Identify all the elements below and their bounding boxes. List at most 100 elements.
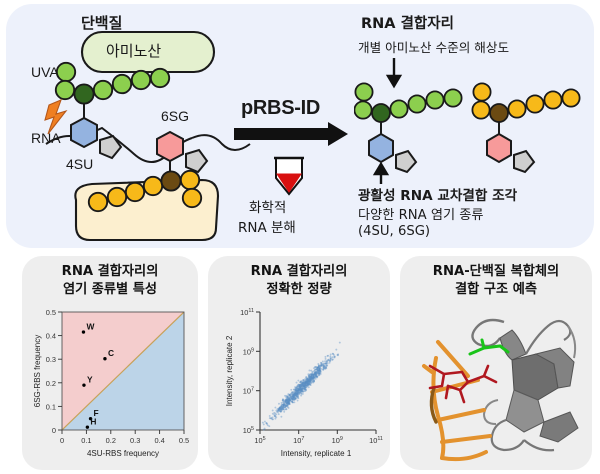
data-point [317,364,320,367]
data-point [278,409,281,412]
data-point [292,394,295,397]
data-point [311,371,314,374]
data-point [292,401,294,404]
data-point [307,378,310,381]
data-point [296,385,299,388]
data-point [291,395,294,398]
data-point [326,362,329,365]
arrow-down-to-residue [385,58,403,89]
data-point [319,366,322,369]
data-point [305,380,308,382]
data-point [304,379,307,382]
data-point [323,364,326,367]
data-point [306,378,309,381]
data-point [285,399,288,402]
data-point [297,393,300,396]
data-point [291,398,294,401]
data-point [287,401,290,404]
data-point [298,388,301,391]
data-point [316,366,319,369]
data-point [288,399,291,402]
data-point [311,379,314,382]
data-point [319,371,322,374]
data-point [318,370,320,372]
data-point [310,377,313,380]
data-point [298,384,301,387]
data-point [299,391,301,394]
data-point [280,408,283,411]
data-point [326,354,329,357]
data-point [278,408,281,411]
data-point [322,362,325,365]
data-point [306,378,308,381]
data-point [296,392,299,395]
data-point [319,370,322,373]
data-point [296,393,299,396]
data-point [294,394,297,397]
data-point [317,366,320,369]
data-point [281,403,284,406]
data-point [319,364,322,367]
data-point [301,380,304,383]
data-point [294,398,297,401]
data-point [315,368,318,371]
data-point [312,370,315,373]
data-point [321,363,324,366]
panel2-title-line1: RNA 결합자리의 [250,264,348,279]
data-point [295,392,298,395]
data-point [302,381,305,384]
data-point [294,387,297,390]
right-title: RNA 결합자리 [361,16,454,32]
data-point [287,398,290,401]
bottom-line2: 다양한 RNA 염기 종류 [358,208,484,223]
data-point [280,405,283,408]
data-point [291,393,294,396]
data-point [300,392,303,395]
data-point [286,399,289,402]
data-point [317,369,320,372]
data-point [277,408,280,410]
data-point [320,364,323,367]
data-point [287,400,290,403]
data-point [289,397,292,400]
data-point [319,368,322,371]
data-point [292,394,295,397]
data-point [305,381,308,384]
data-point [302,385,305,388]
data-point [298,388,301,391]
data-point [282,404,285,407]
data-point [291,396,294,399]
data-point [285,398,288,401]
data-point [300,388,303,391]
data-point [312,376,315,379]
data-point [300,385,302,388]
data-point [303,384,306,387]
data-point [322,366,325,369]
data-point [277,410,279,413]
data-point [81,330,86,334]
xtick-3: 1011 [369,436,383,445]
data-point [331,356,334,359]
data-point [285,399,288,402]
data-point [314,372,317,375]
data-point [288,402,291,405]
data-point [304,380,307,383]
data-point [285,398,288,401]
method-name: pRBS-ID [241,97,321,119]
data-point [271,418,274,421]
data-point [296,391,299,394]
data-point [303,385,306,388]
data-point [301,387,304,390]
data-point [335,348,338,351]
data-point [308,375,311,378]
data-point [308,380,311,383]
data-point [307,380,310,383]
data-point [301,384,304,387]
data-point [310,375,313,378]
data-point [292,395,294,398]
data-point [311,377,314,380]
data-point [278,406,281,409]
data-point [280,406,283,409]
data-point [309,375,312,378]
data-point [291,394,294,396]
